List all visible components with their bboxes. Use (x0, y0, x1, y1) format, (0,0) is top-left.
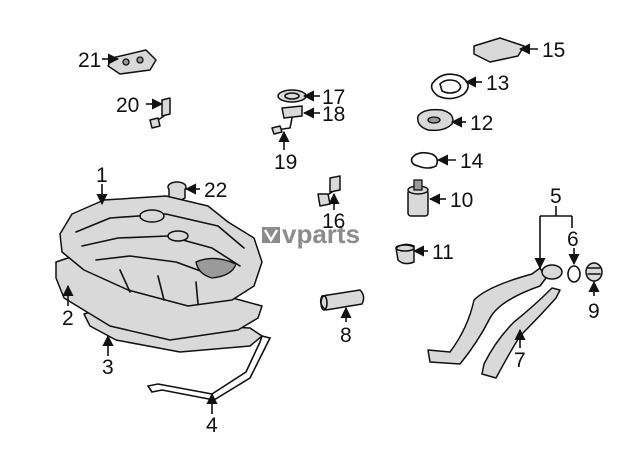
part-10-drawing[interactable] (407, 179, 429, 217)
callout-13[interactable]: 13 (486, 72, 509, 95)
callout-2[interactable]: 2 (62, 307, 74, 330)
part-12-drawing[interactable] (416, 108, 454, 132)
callout-4[interactable]: 4 (206, 414, 218, 437)
watermark-logo: vparts (262, 219, 360, 249)
callout-9[interactable]: 9 (588, 300, 600, 323)
callout-11[interactable]: 11 (432, 241, 454, 264)
part-20-drawing[interactable] (149, 97, 171, 129)
callout-22[interactable]: 22 (204, 179, 227, 202)
callout-5[interactable]: 5 (550, 185, 562, 208)
watermark-text: vparts (282, 219, 360, 249)
callout-20[interactable]: 20 (116, 94, 139, 117)
part-21-drawing[interactable] (107, 49, 157, 75)
callout-1[interactable]: 1 (96, 164, 108, 187)
callout-8[interactable]: 8 (340, 324, 352, 347)
part-13-drawing[interactable] (430, 73, 469, 100)
part-4-drawing[interactable] (147, 335, 271, 401)
callout-18[interactable]: 18 (322, 103, 345, 126)
callout-3[interactable]: 3 (102, 356, 114, 379)
part-19-drawing[interactable] (271, 117, 293, 135)
fuel-tank-drawing[interactable] (55, 195, 263, 353)
callout-15[interactable]: 15 (542, 39, 565, 62)
part-6-drawing[interactable] (567, 265, 581, 283)
callout-21[interactable]: 21 (78, 49, 101, 72)
callout-16[interactable]: 16 (322, 210, 345, 233)
callout-12[interactable]: 12 (470, 112, 493, 135)
callout-6[interactable]: 6 (567, 228, 579, 251)
part-8-drawing[interactable] (319, 289, 365, 311)
part-17-18-drawing[interactable] (277, 89, 307, 119)
callout-14[interactable]: 14 (460, 150, 484, 173)
part-9-drawing[interactable] (585, 262, 603, 282)
callout-numbers: 21 20 22 1 2 3 4 17 18 19 16 15 13 12 14… (62, 39, 600, 437)
part-14-drawing[interactable] (410, 151, 439, 169)
callout-17[interactable]: 17 (322, 86, 345, 109)
leader-arrows (62, 43, 600, 414)
part-11-drawing[interactable] (395, 243, 415, 265)
callout-10[interactable]: 10 (450, 189, 473, 212)
part-16-drawing[interactable] (317, 175, 341, 207)
callout-19[interactable]: 19 (274, 151, 297, 174)
part-15-drawing[interactable] (473, 37, 525, 63)
callout-7[interactable]: 7 (514, 349, 526, 372)
part-7-drawing[interactable] (427, 264, 563, 379)
